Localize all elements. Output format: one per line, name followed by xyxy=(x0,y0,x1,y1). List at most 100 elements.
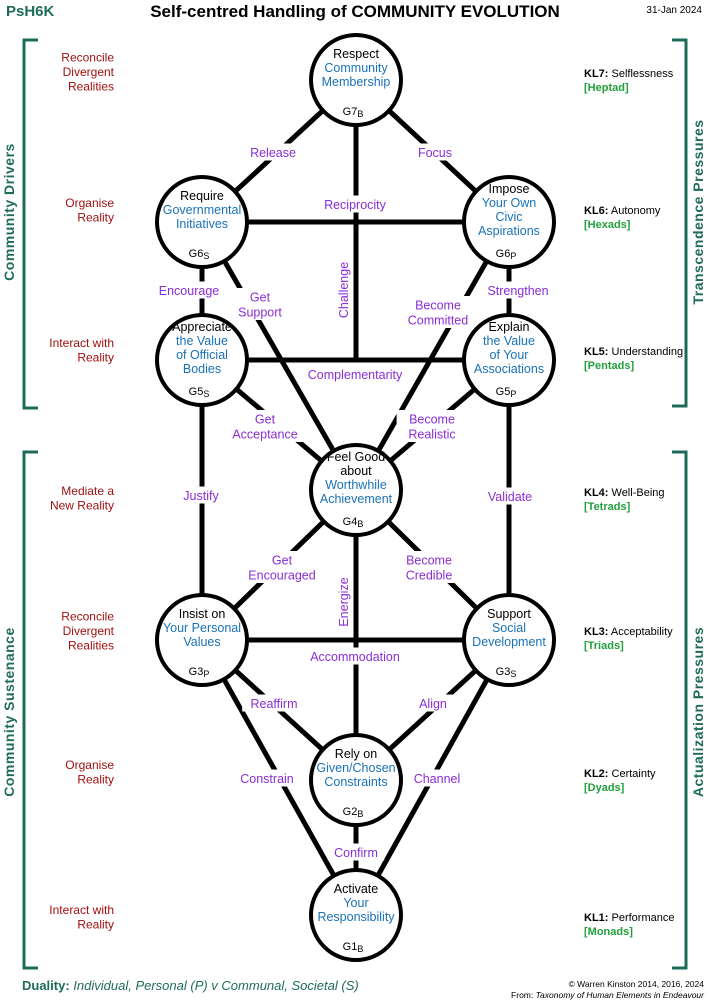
edge-label-bg xyxy=(397,551,461,583)
kl-group: [Monads] xyxy=(584,926,633,938)
level-action-line: Reality xyxy=(77,350,114,364)
knowledge-level: KL1: Performance[Monads] xyxy=(584,912,674,938)
edge-label-bg xyxy=(172,486,230,504)
kl-group: [Pentads] xyxy=(584,360,634,372)
edge-label-text: Accommodation xyxy=(310,650,400,664)
node-circle xyxy=(462,175,556,269)
node-circle xyxy=(309,868,403,962)
edge-label-bg xyxy=(479,281,557,299)
edge-label-text: Become xyxy=(415,299,461,313)
edge-label-accommodation: Accommodation xyxy=(305,647,405,665)
node-description: Associations xyxy=(474,362,544,376)
kl-title: Autonomy xyxy=(608,205,660,217)
edge-label-bg xyxy=(231,288,289,320)
kl-number: KL7: xyxy=(584,68,608,80)
node-circle xyxy=(309,443,403,537)
edge-label-text: Align xyxy=(419,697,447,711)
kl-name: KL4: Well-Being xyxy=(584,487,665,499)
left-bottom-bracket xyxy=(22,450,38,970)
node-description: Development xyxy=(472,635,546,649)
node-description: Bodies xyxy=(183,362,221,376)
level-action-line: Reconcile xyxy=(61,610,114,624)
node-description: Values xyxy=(183,635,220,649)
edge-label-bg xyxy=(412,694,454,712)
kl-group: [Hexads] xyxy=(584,219,631,231)
credit-block: © Warren Kinston 2014, 2016, 2024 From: … xyxy=(511,979,704,1001)
node-title: Support xyxy=(487,607,531,621)
edge-label-bg xyxy=(408,769,466,787)
edge-label-bg xyxy=(337,254,353,326)
knowledge-level: KL6: Autonomy [Hexads] xyxy=(584,205,661,231)
edge-label-bg xyxy=(337,570,353,634)
node-code: G5S xyxy=(189,386,210,399)
knowledge-level: KL5: Understanding[Pentads] xyxy=(584,346,683,372)
edge-label-text: Get xyxy=(255,413,276,427)
kl-group: [Triads] xyxy=(584,640,624,652)
node-title: about xyxy=(340,464,372,478)
edge-label-bg xyxy=(242,694,306,712)
edge-label-text: Constrain xyxy=(240,772,294,786)
kl-number: KL6: xyxy=(584,205,608,217)
node-title: Activate xyxy=(334,882,379,896)
node-circle xyxy=(309,33,403,127)
node-description: Initiatives xyxy=(176,217,228,231)
node-description: the Value xyxy=(176,334,228,348)
node-description: Membership xyxy=(322,75,391,89)
edge-label-text: Reaffirm xyxy=(250,697,297,711)
left-top-bracket xyxy=(22,38,38,410)
node-description: Your xyxy=(343,896,368,910)
diagram-code: PsH6K xyxy=(6,3,55,20)
node-description: Civic xyxy=(495,210,522,224)
edge-label-align: Align xyxy=(412,694,454,712)
node-description: Aspirations xyxy=(478,224,540,238)
level-action-line: Reconcile xyxy=(61,51,114,65)
edge-label-text: Get xyxy=(250,291,271,305)
duality-footer: Duality: Individual, Personal (P) v Comm… xyxy=(22,978,359,993)
node-description: of Your xyxy=(490,348,529,362)
node-title: Insist on xyxy=(179,607,226,621)
node-title: Feel Good xyxy=(327,450,385,464)
edge-label-text: Justify xyxy=(183,489,219,503)
node-code-suffix: P xyxy=(203,669,209,679)
node-code-suffix: B xyxy=(357,944,363,954)
node-description: Your Personal xyxy=(163,621,241,635)
node-circle xyxy=(155,593,249,687)
kl-group: [Tetrads] xyxy=(584,501,631,513)
kl-number: KL4: xyxy=(584,487,608,499)
edge-label-text: Encouraged xyxy=(248,569,315,583)
edge-label-text: Release xyxy=(250,146,296,160)
edge-label-bg xyxy=(305,647,405,665)
edge-label-text: Focus xyxy=(418,146,452,160)
kl-title: Understanding xyxy=(608,346,683,358)
page-title: Self-centred Handling of COMMUNITY EVOLU… xyxy=(150,2,560,21)
side-label-community-drivers: Community Drivers xyxy=(1,143,17,281)
node-code: G7B xyxy=(343,106,364,119)
edge-label-reaffirm: Reaffirm xyxy=(242,694,306,712)
edge-label-validate: Validate xyxy=(478,487,542,505)
side-label-actualization-pressures: Actualization Pressures xyxy=(690,627,706,797)
node-description: Given/Chosen xyxy=(316,761,395,775)
date-label: 31-Jan 2024 xyxy=(646,5,702,16)
node-description: the Value xyxy=(483,334,535,348)
node-description: Constraints xyxy=(324,775,387,789)
knowledge-level: KL4: Well-Being [Tetrads] xyxy=(584,487,665,513)
edge-label-text: Realistic xyxy=(408,428,455,442)
edge-label-release: Release xyxy=(244,143,302,161)
duality-text: Individual, Personal (P) v Communal, Soc… xyxy=(73,978,359,993)
duality-label: Duality: xyxy=(22,978,70,993)
node-title: Require xyxy=(180,189,224,203)
